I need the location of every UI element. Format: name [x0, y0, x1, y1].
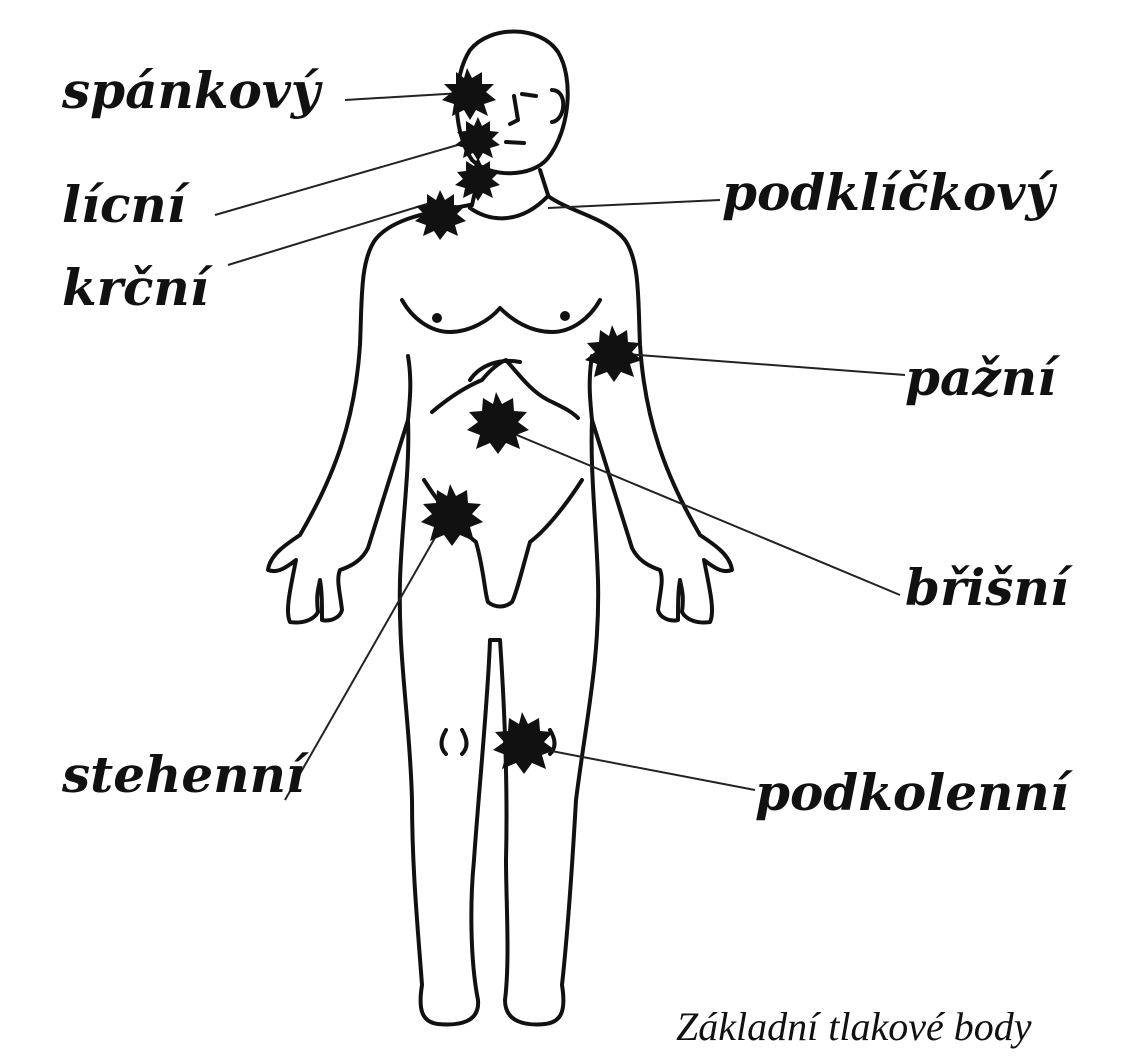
groin-line — [488, 602, 512, 607]
label-krcni: krční — [62, 258, 214, 317]
knee-mark-left — [442, 730, 447, 754]
label-podklickovy: podklíčkový — [722, 163, 1057, 222]
pressure-point-brisni — [467, 392, 529, 454]
eye-mark — [522, 94, 536, 96]
label-podkolenni: podkolenní — [755, 763, 1074, 822]
neck-right — [540, 170, 548, 195]
pressure-point-spankovy — [442, 68, 496, 120]
collar-line — [470, 196, 548, 218]
knee-mark-left-2 — [462, 730, 467, 754]
leader-krcni — [228, 200, 440, 265]
hip-line-right — [512, 480, 582, 602]
pressure-point-pazni — [585, 325, 642, 382]
pressure-point-krcni-upper — [455, 157, 500, 201]
side-line-right — [590, 356, 592, 420]
pressure-points — [415, 68, 642, 774]
nose-mark — [510, 96, 518, 124]
ear-mark — [552, 90, 563, 122]
torso-legs-outline — [268, 196, 732, 1024]
label-spankovy: spánkový — [61, 61, 323, 120]
mouth-mark — [506, 142, 524, 143]
side-line-left — [408, 356, 410, 420]
label-brisni: břišní — [905, 558, 1074, 617]
left-nipple — [432, 313, 442, 323]
pressure-point-stehenni — [421, 484, 483, 546]
label-licni: lícní — [62, 175, 191, 234]
label-pazni: pažní — [905, 348, 1061, 407]
leader-podkolenni — [520, 745, 755, 790]
diagram-caption: Základní tlakové body — [676, 1004, 1032, 1049]
labels: spánkový lícní krční podklíčkový pažní b… — [61, 61, 1074, 1049]
pressure-point-podkolenni — [493, 712, 555, 774]
chest-line — [402, 300, 600, 332]
leader-stehenni — [285, 515, 448, 800]
leader-podklickovy — [548, 200, 720, 208]
right-nipple — [560, 311, 570, 321]
label-stehenni: stehenní — [61, 745, 310, 804]
leader-pazni — [612, 353, 905, 375]
